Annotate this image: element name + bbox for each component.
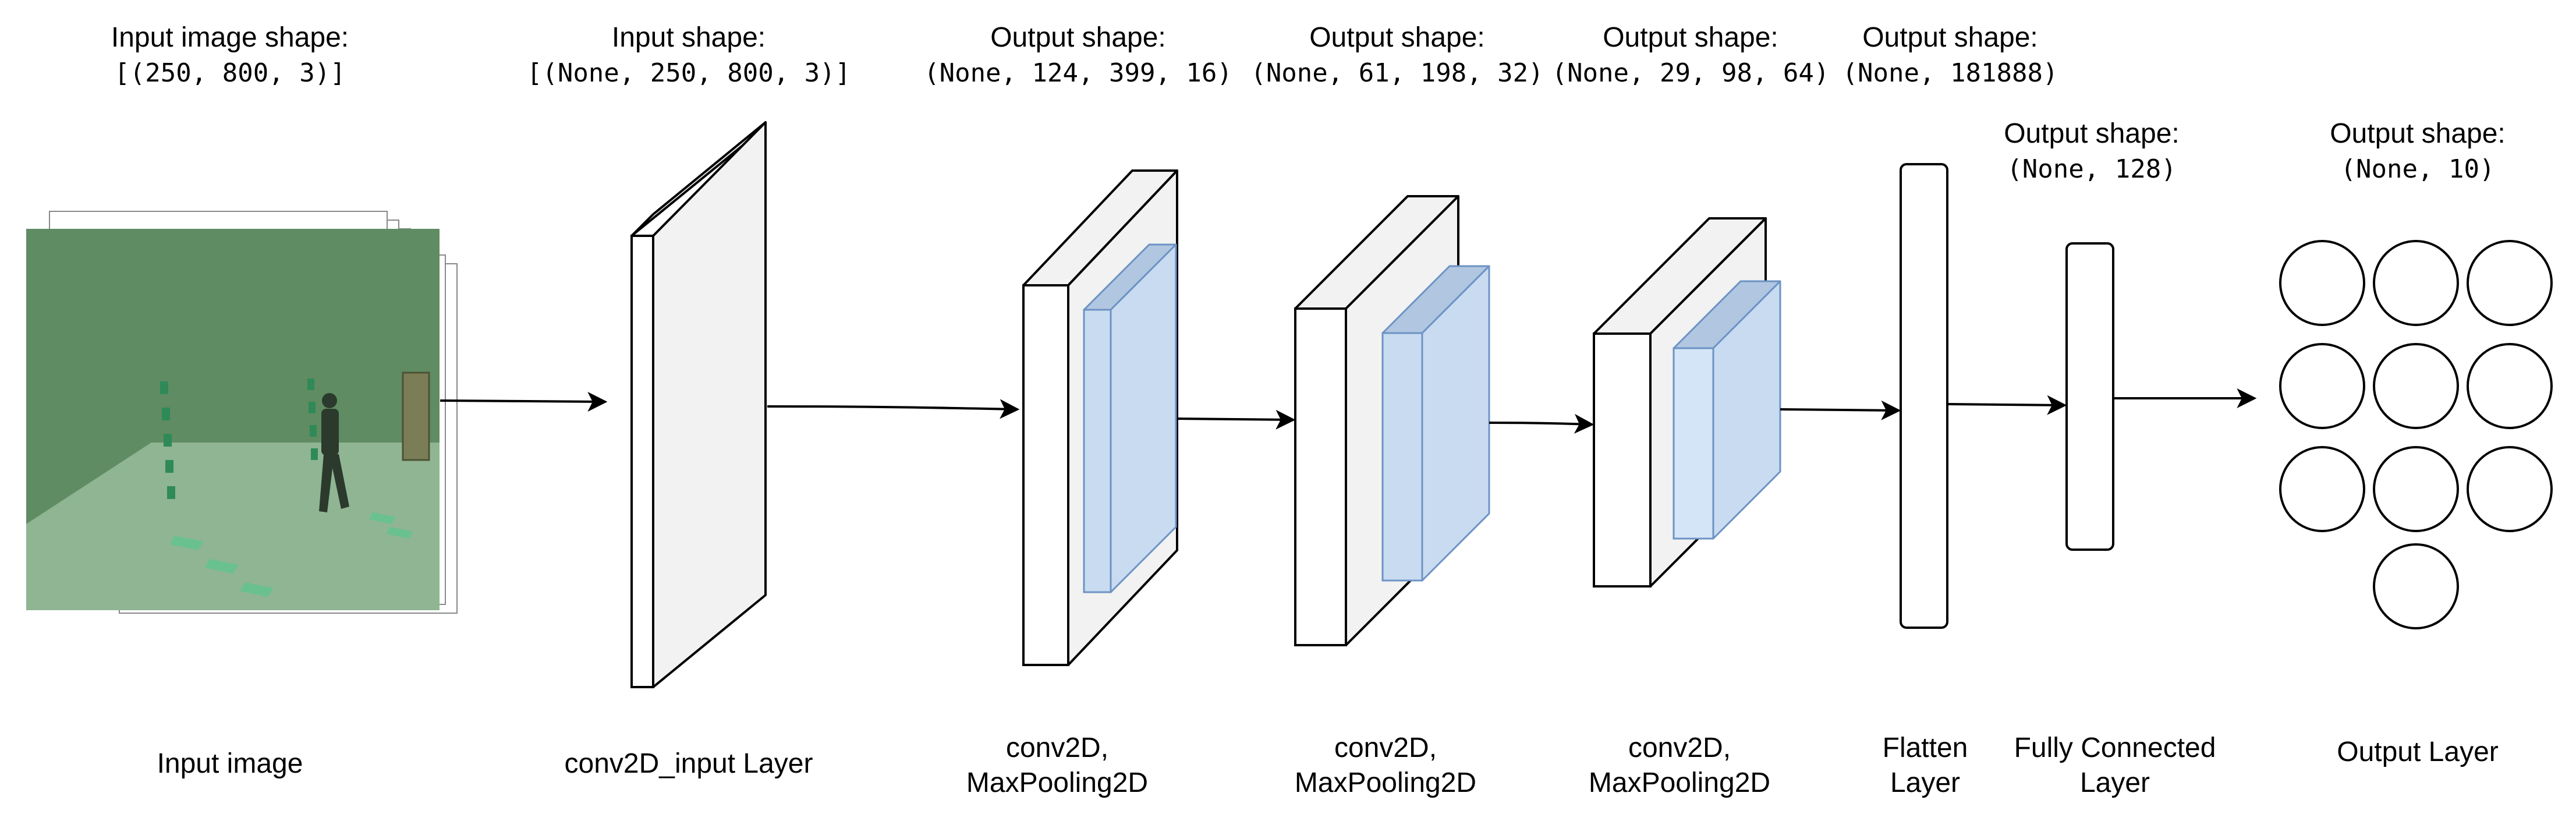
output-shape-title: Output shape: [2330,118,2506,149]
dense-layer-bar [2065,242,2114,551]
output-node [2279,446,2365,532]
output-node [2279,343,2365,429]
input-image-caption: Input image [157,748,303,779]
conv-block-3 [1593,217,1781,588]
output-shape-value: (None, 10) [2341,154,2495,184]
conv1-caption-line1: conv2D, [1006,732,1108,763]
flatten-caption-line2: Layer [1890,767,1960,798]
conv-block-2 [1294,195,1490,646]
conv3-shape-title: Output shape: [1603,22,1778,53]
input-image-stack [26,211,458,614]
flatten-shape-value: (None, 181888) [1842,58,2058,88]
output-nodes [2279,240,2553,629]
conv3-caption-line1: conv2D, [1628,732,1731,763]
flatten-layer-bar [1900,163,1948,629]
input-layer-shape-title: Input shape: [612,22,766,53]
output-node [2467,446,2553,532]
person-figure [319,393,349,512]
maxpool-block-3 [1673,280,1781,540]
arrow-conv3-to-flatten [1780,400,1901,420]
output-node [2467,343,2553,429]
input-layer-slab [630,121,767,688]
conv2-caption-line1: conv2D, [1334,732,1437,763]
output-node [2373,240,2459,326]
dense-caption-line1: Fully Connected [2014,732,2216,763]
input-layer-caption: conv2D_input Layer [565,748,813,779]
conv-block-1 [1022,169,1178,666]
conv2-shape-title: Output shape: [1309,22,1485,53]
arrow-input-to-conv1 [767,399,1020,419]
conv1-shape-value: (None, 124, 399, 16) [924,58,1232,88]
dense-shape-value: (None, 128) [2007,154,2176,184]
maxpool-block-1 [1083,243,1177,593]
input-image-shape-title: Input image shape: [111,22,349,53]
flatten-caption-line1: Flatten [1883,732,1968,763]
conv2-shape-value: (None, 61, 198, 32) [1250,58,1543,88]
input-image-shape-value: [(250, 800, 3)] [114,58,345,88]
arrow-flatten-to-dense [1947,395,2067,415]
dense-caption-line2: Layer [2080,767,2150,798]
output-node [2373,343,2459,429]
input-layer-shape-value: [(None, 250, 800, 3)] [527,58,851,88]
flatten-shape-title: Output shape: [1862,22,2038,53]
conv3-shape-value: (None, 29, 98, 64) [1552,58,1830,88]
maxpool-block-2 [1381,265,1490,582]
arrow-conv1-to-conv2 [1177,409,1296,430]
arrow-image-to-input [440,391,608,412]
dense-shape-title: Output shape: [2004,118,2180,149]
conv1-shape-title: Output shape: [990,22,1166,53]
conv1-caption-line2: MaxPooling2D [966,767,1148,798]
output-node [2373,446,2459,532]
output-node [2373,543,2459,629]
input-image-frame [26,229,440,610]
connections [440,388,2257,434]
output-node [2279,240,2365,326]
conv3-caption-line2: MaxPooling2D [1589,767,1770,798]
output-node [2467,240,2553,326]
arrow-conv2-to-conv3 [1489,413,1595,434]
conv2-caption-line2: MaxPooling2D [1295,767,1476,798]
output-layer-caption: Output Layer [2337,737,2499,767]
